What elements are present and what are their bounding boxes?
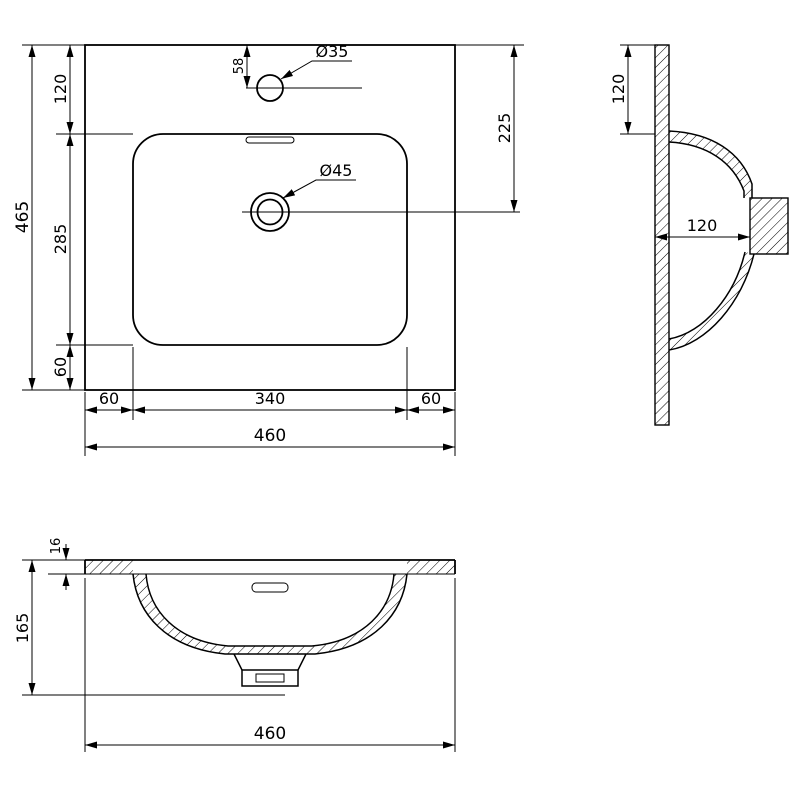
bowl-upper-wall-outer: [668, 130, 753, 198]
bowl-outer-profile: [132, 573, 408, 655]
dim-front-margin: 120: [51, 45, 74, 134]
dim-drain-diameter: Ø45: [282, 161, 356, 199]
drain-hole-outer: [250, 192, 290, 232]
side-section-view: 120 120: [609, 44, 789, 426]
dim-label: 465: [13, 201, 33, 233]
dim-overall-height: 165: [13, 560, 36, 695]
bowl-upper-wall-hatch: [669, 131, 752, 198]
dim-label: Ø45: [320, 161, 353, 180]
dim-label: 60: [421, 389, 441, 408]
dim-label: 285: [51, 224, 70, 255]
dim-front-overall-width: 460: [85, 724, 455, 749]
bowl-lower-wall-outer: [668, 253, 755, 351]
drain-trap-body: [241, 669, 299, 687]
dim-basin-depth: 285: [51, 134, 74, 345]
basin-edge: [132, 133, 408, 346]
dim-label: 460: [254, 724, 286, 744]
dim-drain-offset: 225: [495, 45, 518, 212]
dim-faucet-offset: 58: [232, 45, 251, 88]
dim-label: 225: [495, 113, 514, 144]
dim-label: 58: [232, 58, 247, 75]
dim-bowl-depth: 120: [655, 216, 750, 241]
front-section-view: 16 165 460: [13, 538, 456, 752]
dim-back-margin: 60: [51, 345, 74, 390]
deck-section-right-hatch: [407, 560, 455, 574]
dim-right-margin: 60: [407, 389, 455, 414]
dim-overall-width: 460: [85, 426, 455, 451]
deck-section: [654, 44, 670, 426]
bowl-inner-profile: [145, 573, 395, 647]
dim-label: 165: [13, 613, 32, 644]
drain-trap-side-right: [297, 653, 307, 671]
bowl-lower-wall-hatch: [669, 252, 754, 350]
dim-label: 60: [99, 389, 119, 408]
dim-label: 60: [51, 357, 70, 377]
overflow-slot-plan: [245, 136, 295, 144]
dim-left-margin: 60: [85, 389, 133, 414]
faucet-hole: [256, 74, 284, 102]
dim-label: 120: [51, 74, 70, 105]
plan-view: 465 120 285 60 58 Ø35 Ø45: [13, 42, 524, 456]
drain-trap-side-left: [233, 653, 243, 671]
dim-label: Ø35: [316, 42, 349, 61]
bowl-wall-hatch: [133, 574, 407, 654]
dim-basin-width: 340: [133, 389, 407, 414]
dim-label: 16: [49, 538, 64, 555]
overflow-slot-front: [251, 582, 289, 593]
drain-fitting-section: [749, 197, 789, 255]
dim-label: 120: [609, 74, 628, 105]
dim-label: 340: [255, 389, 286, 408]
dim-overall-depth: 465: [13, 45, 36, 390]
deck-section-left-hatch: [85, 560, 133, 574]
drain-hole-inner: [256, 198, 284, 226]
dim-label: 460: [254, 426, 286, 446]
dim-deck-thickness: 16: [49, 538, 70, 590]
dim-label: 120: [687, 216, 718, 235]
dim-side-front-margin: 120: [609, 45, 632, 134]
bowl-upper-wall-inner: [668, 141, 745, 198]
drain-trap-outlet: [255, 673, 285, 683]
leader-line: [282, 179, 356, 199]
bowl-lower-wall-inner: [668, 251, 746, 340]
leader-line: [280, 60, 352, 80]
dim-faucet-diameter: Ø35: [280, 42, 352, 80]
